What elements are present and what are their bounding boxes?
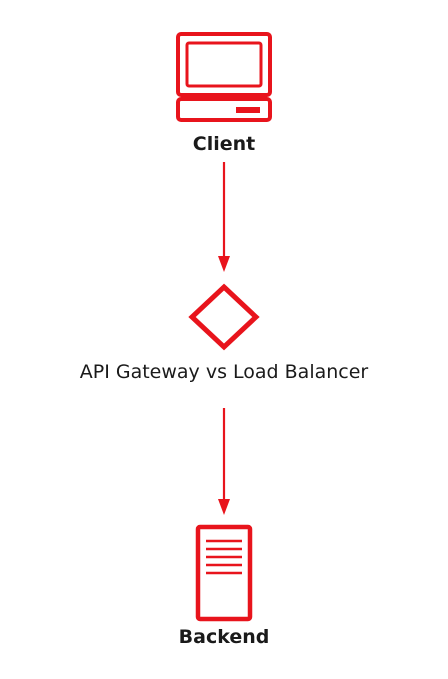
client-label: Client xyxy=(193,133,255,155)
edge-client-to-gateway xyxy=(218,162,230,272)
arrowhead-icon xyxy=(218,256,230,272)
gateway-node[interactable]: API Gateway vs Load Balancer xyxy=(80,283,369,383)
backend-label: Backend xyxy=(179,626,270,648)
arrowhead-icon xyxy=(218,499,230,515)
gateway-label: API Gateway vs Load Balancer xyxy=(80,361,369,383)
backend-node[interactable]: Backend xyxy=(179,524,270,648)
monitor-icon xyxy=(176,32,272,122)
diamond-icon xyxy=(188,283,260,351)
server-icon xyxy=(195,524,253,622)
edge-gateway-to-backend xyxy=(218,408,230,515)
client-node[interactable]: Client xyxy=(176,32,272,155)
